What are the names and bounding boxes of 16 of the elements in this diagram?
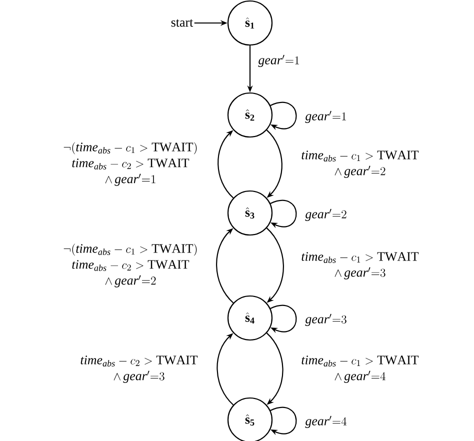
edge-label: $\mathit{gear}'{=}3$: [305, 314, 346, 326]
loop-arrow: [270, 305, 297, 334]
edge-label: $\mathit{gear}'{=}4$: [305, 416, 347, 428]
edge-label: $\begin{array}{c}\mathit{time}_{\mathit{abs}}-c_1>\mathrm{TWAIT}\\ \wedge\,\mathit{gear}'{=}4\end{array}$: [302, 356, 419, 383]
loop-arrow: [270, 407, 297, 436]
edge-label: $\begin{array}{c}\mathit{time}_{\mathit{abs}}-c_2>\mathrm{TWAIT}\\ \wedge\,\mathit{gear}'{=}3\end{array}$: [80, 356, 198, 383]
edge-label: $\mathit{gear}'{=}1$: [258, 54, 299, 68]
loop-arrow: [270, 200, 297, 228]
edge-label: $\mathit{gear}'{=}2$: [305, 208, 346, 222]
edge-label: $\begin{array}{c}\mathit{time}_{\mathit{abs}}-c_1>\mathrm{TWAIT}\\ \wedge\,\mathit{gear}'{=}3\end{array}$: [302, 252, 419, 280]
edge-label: $\begin{array}{c}\neg(\mathit{time}_{\mathit{abs}}-c_1>\mathrm{TWAIT})\\ \mathit{time}_{\mathit{abs}}-c_2>\mathrm{TWAIT}\\ \wedge\,\mathit{gear}'{=}2\end{array}$: [64, 244, 197, 288]
edge-label: $\mathit{gear}'{=}1$: [305, 110, 346, 124]
loop-arrow: [270, 102, 297, 130]
edge-label: $\begin{array}{c}\neg(\mathit{time}_{\mathit{abs}}-c_1>\mathrm{TWAIT})\\ \mathit{time}_{\mathit{abs}}-c_2>\mathrm{TWAIT}\\ \wedge\,\mathit{gear}'{=}1\end{array}$: [64, 142, 197, 186]
start-label: start: [171, 19, 194, 27]
edge-label: $\begin{array}{c}\mathit{time}_{\mathit{abs}}-c_1>\mathrm{TWAIT}\\ \wedge\,\mathit{gear}'{=}2\end{array}$: [302, 150, 419, 178]
